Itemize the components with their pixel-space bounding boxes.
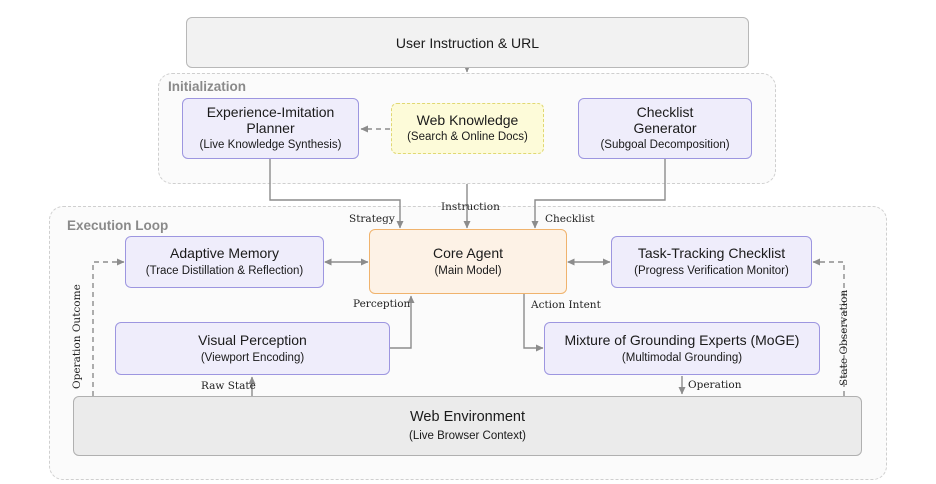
checklist-generator-title: Checklist Generator xyxy=(633,104,697,136)
label-perception: Perception xyxy=(353,298,411,310)
checklist-generator-node: Checklist Generator (Subgoal Decompositi… xyxy=(578,98,752,159)
user-instruction-box: User Instruction & URL xyxy=(186,17,749,68)
planner-node: Experience-Imitation Planner (Live Knowl… xyxy=(182,98,359,159)
label-operation: Operation xyxy=(688,379,742,391)
planner-title: Experience-Imitation Planner xyxy=(206,104,335,136)
label-instruction: Instruction xyxy=(441,201,500,213)
planner-subtitle: (Live Knowledge Synthesis) xyxy=(199,139,342,151)
moge-node: Mixture of Grounding Experts (MoGE) (Mul… xyxy=(544,322,820,375)
visual-perception-title: Visual Perception xyxy=(198,331,307,348)
edge-core-to-moge xyxy=(523,294,544,352)
user-instruction-title: User Instruction & URL xyxy=(395,34,540,51)
core-agent-node: Core Agent (Main Model) xyxy=(369,229,567,294)
task-tracking-title: Task-Tracking Checklist xyxy=(637,245,786,261)
web-environment-title: Web Environment xyxy=(410,408,525,425)
edge-state-observation xyxy=(812,258,845,396)
label-operation-outcome: Operation Outcome xyxy=(71,284,83,389)
task-tracking-subtitle: (Progress Verification Monitor) xyxy=(634,265,789,277)
initialization-label: Initialization xyxy=(168,79,247,94)
moge-subtitle: (Multimodal Grounding) xyxy=(621,351,743,364)
execution-loop-label: Execution Loop xyxy=(67,218,169,233)
web-environment-node: Web Environment (Live Browser Context) xyxy=(73,396,862,456)
web-knowledge-subtitle: (Search & Online Docs) xyxy=(407,131,528,143)
label-checklist: Checklist xyxy=(545,213,595,225)
adaptive-memory-title: Adaptive Memory xyxy=(170,245,279,261)
edge-perception-to-core xyxy=(390,295,415,349)
core-agent-title: Core Agent xyxy=(432,244,504,261)
label-action-intent: Action Intent xyxy=(531,299,601,311)
web-environment-subtitle: (Live Browser Context) xyxy=(409,429,526,442)
edge-operation-outcome xyxy=(92,258,125,396)
checklist-generator-subtitle: (Subgoal Decomposition) xyxy=(600,139,730,151)
moge-title: Mixture of Grounding Experts (MoGE) xyxy=(564,331,800,348)
visual-perception-node: Visual Perception (Viewport Encoding) xyxy=(115,322,390,375)
web-knowledge-title: Web Knowledge xyxy=(416,112,519,128)
edge-checklistgen-to-core xyxy=(531,159,666,229)
visual-perception-subtitle: (Viewport Encoding) xyxy=(200,351,305,364)
adaptive-memory-subtitle: (Trace Distillation & Reflection) xyxy=(145,265,304,277)
edge-planner-to-core xyxy=(269,159,404,229)
label-state-observation: State Observation xyxy=(838,289,850,386)
task-tracking-node: Task-Tracking Checklist (Progress Verifi… xyxy=(611,236,812,288)
label-raw-state: Raw State xyxy=(201,380,256,392)
adaptive-memory-node: Adaptive Memory (Trace Distillation & Re… xyxy=(125,236,324,288)
core-agent-subtitle: (Main Model) xyxy=(434,264,502,277)
label-strategy: Strategy xyxy=(349,213,395,225)
web-knowledge-node: Web Knowledge (Search & Online Docs) xyxy=(391,103,544,154)
